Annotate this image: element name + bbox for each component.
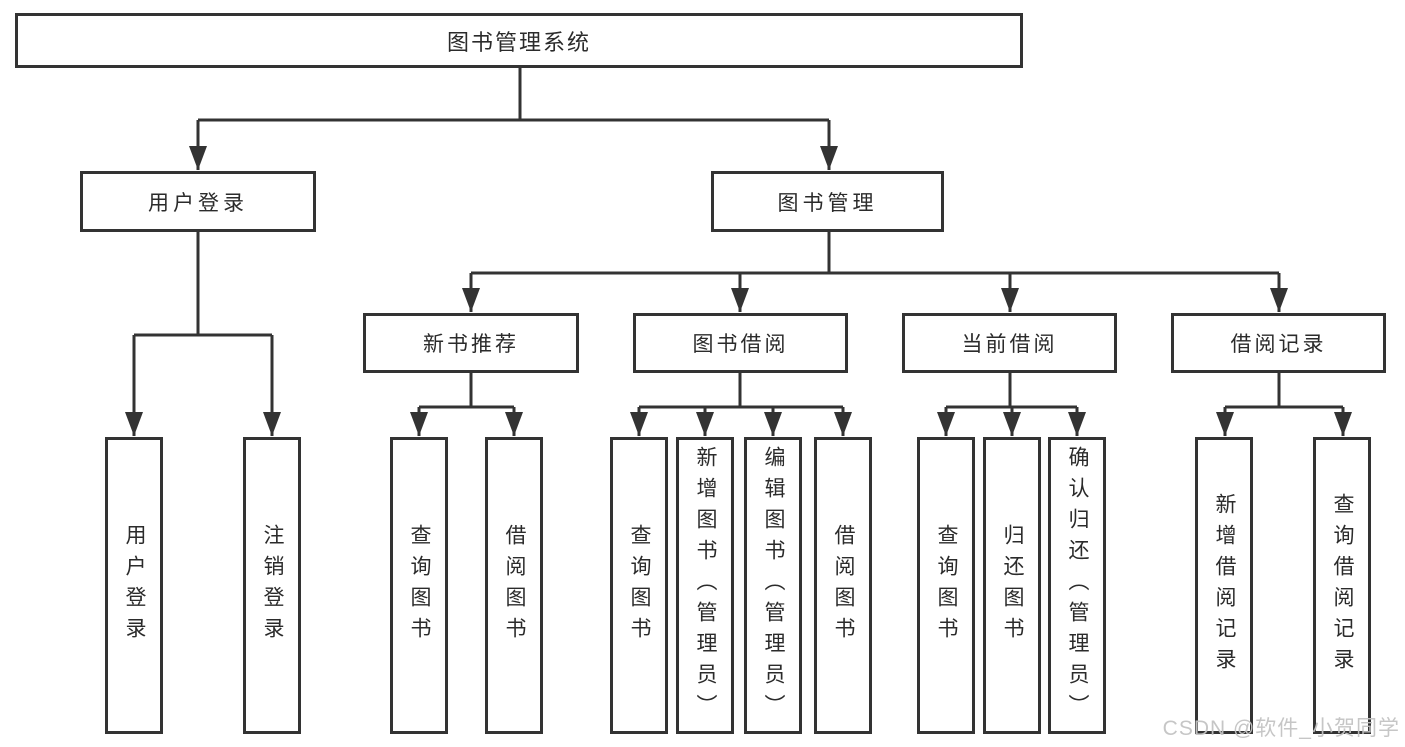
node-leaf-user-login: 用户登录 <box>105 437 163 734</box>
node-book-management: 图书管理 <box>711 171 944 232</box>
node-leaf-edit-books-admin: 编辑图书（管理员） <box>744 437 802 734</box>
node-current-borrow: 当前借阅 <box>902 313 1117 373</box>
node-borrow-records: 借阅记录 <box>1171 313 1386 373</box>
connector-book-management-rail <box>471 232 1279 275</box>
node-root: 图书管理系统 <box>15 13 1023 68</box>
node-leaf-query-books-3: 查询图书 <box>917 437 975 734</box>
connector-new-book-rail <box>419 373 514 409</box>
node-leaf-confirm-return-admin: 确认归还（管理员） <box>1048 437 1106 734</box>
node-leaf-query-books-2: 查询图书 <box>610 437 668 734</box>
connector-root-rail <box>198 68 829 122</box>
node-leaf-add-borrow-record: 新增借阅记录 <box>1195 437 1253 734</box>
connector-borrow-records-rail <box>1225 373 1343 409</box>
node-leaf-logout: 注销登录 <box>243 437 301 734</box>
connector-book-borrow-rail <box>639 373 843 409</box>
node-leaf-borrow-books-1: 借阅图书 <box>485 437 543 734</box>
connector-user-login-rail <box>134 232 272 337</box>
node-leaf-add-books-admin: 新增图书（管理员） <box>676 437 734 734</box>
connector-current-borrow-rail <box>946 373 1077 409</box>
node-new-book-recommend: 新书推荐 <box>363 313 579 373</box>
node-leaf-query-borrow-record: 查询借阅记录 <box>1313 437 1371 734</box>
node-book-borrow: 图书借阅 <box>633 313 848 373</box>
watermark: CSDN @软件_小贺同学 <box>1162 717 1400 740</box>
node-leaf-query-books-1: 查询图书 <box>390 437 448 734</box>
node-user-login: 用户登录 <box>80 171 316 232</box>
node-leaf-return-books: 归还图书 <box>983 437 1041 734</box>
node-leaf-borrow-books-2: 借阅图书 <box>814 437 872 734</box>
